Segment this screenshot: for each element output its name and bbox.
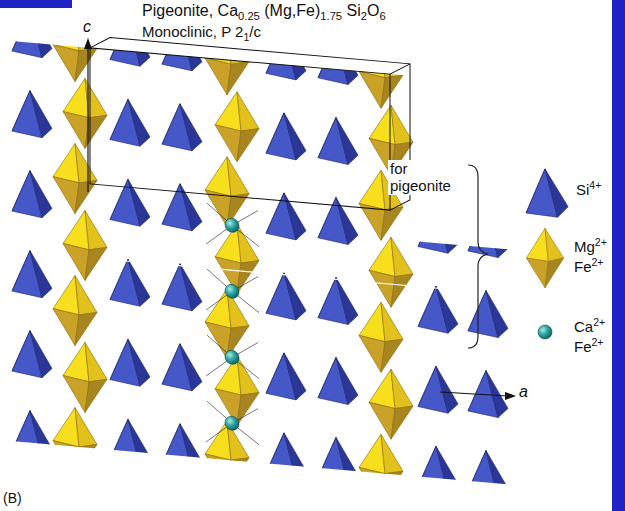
panel-label: (B) [3, 490, 22, 506]
axis-label: a [519, 383, 528, 401]
diagram-title: Pigeonite, Ca0.25 (Mg,Fe)1.75 Si2O6 [142, 2, 386, 20]
legend-text: Fe2+ [574, 258, 604, 275]
legend-text: Mg2+ [574, 238, 607, 255]
legend-text: Ca2+ [574, 318, 605, 335]
legend-text: Fe2+ [574, 338, 604, 355]
axis-label: c [83, 18, 91, 36]
legend-heading: for pigeonite [388, 160, 464, 195]
space-group-label: Monoclinic, P 21/c [142, 23, 261, 40]
legend-text: Si4+ [576, 181, 601, 198]
